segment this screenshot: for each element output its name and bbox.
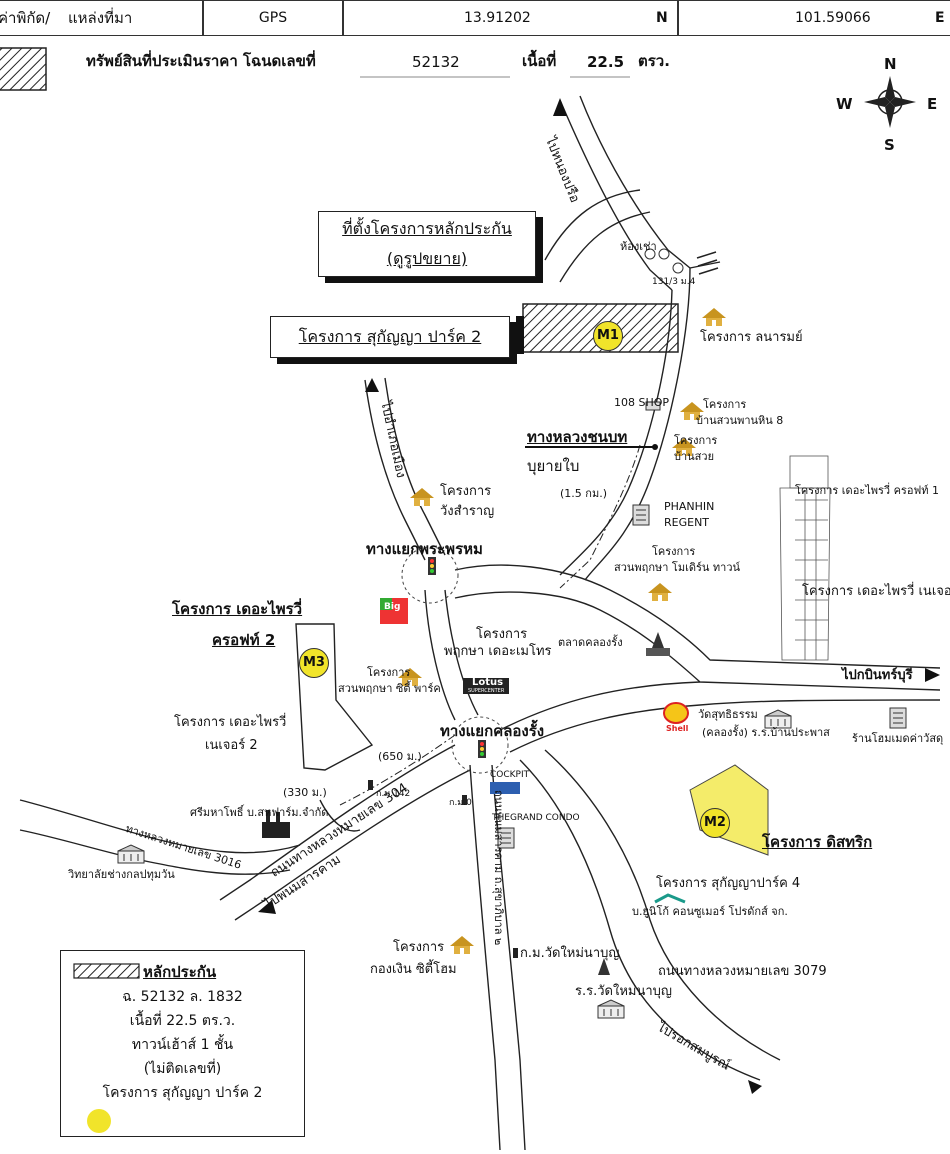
label-nature1: โครงการ เดอะไพรวี่ เนเจอร์ 1 [802,584,950,599]
marker-m2[interactable]: M2 [700,808,730,838]
legend-hatch-swatch [73,963,140,979]
legend-title: หลักประกัน [143,963,217,981]
callout-collateral-line1: ที่ตั้งโครงการหลักประกัน [342,219,512,238]
label-jn-praprom: ทางแยกพระพรหม [366,540,483,558]
callout-crofts2-line2: ครอฟท์ 2 [212,631,276,649]
legend-line5: โครงการ สุกัญญา ปาร์ค 2 [102,1085,263,1101]
label-suanphanhin-l1: โครงการ [703,398,747,411]
callout-project-main: โครงการ สุกัญญา ปาร์ค 2 [270,316,510,358]
callout-collateral-location: ที่ตั้งโครงการหลักประกัน (ดูรูปขยาย) [318,211,536,277]
callout-district: โครงการ ดิสทริก [762,833,873,851]
label-city-l2: สวนพฤกษา ซิตี้ พาร์ค [338,682,441,695]
coords-label: ค่าพิกัด/ [0,9,51,27]
source-value: GPS [258,10,288,26]
callout-crofts2-line1: โครงการ เดอะไพรวี่ [172,600,303,618]
property-label: ทรัพย์สินที่ประเมินราคา โฉนดเลขที่ [86,52,316,70]
compass-e: E [927,95,938,113]
label-crofts1: โครงการ เดอะไพรวี่ ครอฟท์ 1 [795,484,939,497]
label-lotus: Lotus [472,677,504,688]
label-shop108: 108 SHOP [614,396,670,409]
compass-w: W [836,95,853,113]
label-unicom: บ.ยูนิโก้ คอนซูเมอร์ โปรดักส์ จก. [632,905,788,918]
label-shell: Shell [666,724,689,733]
label-modern-l2: สวนพฤกษา โมเดิร์น ทาวน์ [614,561,741,574]
callout-collateral-line2: (ดูรูปขยาย) [386,249,468,268]
label-suanphanhin-l2: บ้านสวนพานหิน 8 [696,414,784,427]
label-rental-rooms: ห้องเช่า [620,240,657,253]
label-nature2-l2: เนเจอร์ 2 [205,738,258,753]
legend-hatch-header [0,47,630,91]
label-wat-mai: ก.ม.วัดใหม่นาบุญ [520,946,620,961]
label-km142: ก.ม.142 [376,789,411,799]
label-metro-l2: พฤกษา เดอะเมโทร [444,644,552,659]
label-wangsamran-l2: วังสำราญ [440,504,495,519]
compass-n: N [884,55,897,73]
label-school-prasat: (คลองรั้ง) ร.ร.บ้านประพาส [702,726,830,739]
callout-project-main-text: โครงการ สุกัญญา ปาร์ค 2 [298,327,482,346]
callout-rural-road-line1: ทางหลวงชนบท [527,428,628,446]
label-house-131: 131/3 ม.4 [652,277,696,287]
label-ngoen-l2: กองเงิน ซิตี้โฮม [370,962,457,977]
header-cell-lon: 101.59066 E [678,0,950,36]
lat-dir: N [656,10,668,26]
source-label: แหล่งที่มา [68,9,133,27]
marker-m1[interactable]: M1 [593,321,623,351]
legend-line2: เนื้อที่ 22.5 ตร.ว. [129,1013,236,1029]
header-cell-lat: 13.91202 N [343,0,678,36]
label-project-lanarom: โครงการ ลนารมย์ [700,330,803,345]
label-wangsamran-l1: โครงการ [440,484,492,499]
label-city-l1: โครงการ [367,666,411,679]
area-unit: ตรว. [638,52,670,70]
marker-m3[interactable]: M3 [299,648,329,678]
area-value: 22.5 [587,53,625,71]
label-furniture: ร้านโฮมเมดค่าวัสดุ [852,732,944,745]
label-park4: โครงการ สุกัญญาปาร์ค 4 [656,876,801,891]
label-phanhin-regent-l2: REGENT [664,516,710,529]
label-college: วิทยาลัยช่างกลปทุมวัน [68,868,175,881]
area-label: เนื้อที่ [522,52,557,70]
compass-rose [864,76,916,128]
label-ngoen-l1: โครงการ [393,940,445,955]
label-dist-330: (330 ม.) [283,786,327,799]
legend-line1: ฉ. 52132 ล. 1832 [122,989,243,1005]
label-phanhin-regent-l1: PHANHIN [664,500,715,513]
label-metro-l1: โครงการ [476,627,528,642]
label-road-airport: ไปกบินทร์บุรี [842,668,913,683]
label-grand-condo: THEGRAND CONDO [492,813,580,823]
deed-number: 52132 [412,53,460,71]
callout-rural-road-line2: บุยายใบ [527,457,580,475]
label-bansuay-l2: บ้านสวย [674,450,715,463]
label-wat: วัดสุทธิธรรม [698,708,758,721]
label-factory: ศรีมหาโพธิ์ บ.สหฟาร์ม.จำกัด [190,806,329,819]
legend-line3: ทาวน์เฮ้าส์ 1 ชั้น [131,1037,234,1053]
label-dist-650: (650 ม.) [378,750,422,763]
label-market: ตลาดคลองรั้ง [558,636,623,649]
label-lotus-sub: SUPERCENTER [468,688,505,694]
legend-box: หลักประกัน ฉ. 52132 ล. 1832 เนื้อที่ 22.… [60,950,305,1137]
label-big-c: Big [384,602,401,612]
lon-value: 101.59066 [795,10,871,26]
label-school-watmai: ร.ร.วัดใหม่นาบุญ [575,984,672,999]
legend-marker-swatch [87,1109,111,1133]
label-km0: ก.ม.0 [449,798,472,808]
label-cockpit: COCKPIT [490,770,530,780]
label-modern-l1: โครงการ [652,545,696,558]
lon-dir: E [935,10,945,26]
label-bansuay-l1: โครงการ [674,434,718,447]
label-hwy3079: ถนนทางหลวงหมายเลข 3079 [658,964,827,979]
label-nature2-l1: โครงการ เดอะไพรวี่ [174,715,287,730]
callout-rural-road-dist: (1.5 กม.) [560,487,607,500]
header-cell-source: GPS [203,0,343,36]
lat-value: 13.91202 [464,10,531,26]
legend-line4: (ไม่ติดเลขที่) [143,1061,222,1077]
header-cell-coords: ค่าพิกัด/ แหล่งที่มา [0,0,203,36]
compass-s: S [884,136,895,154]
label-jn-khlongrang: ทางแยกคลองรั้ง [440,722,545,740]
